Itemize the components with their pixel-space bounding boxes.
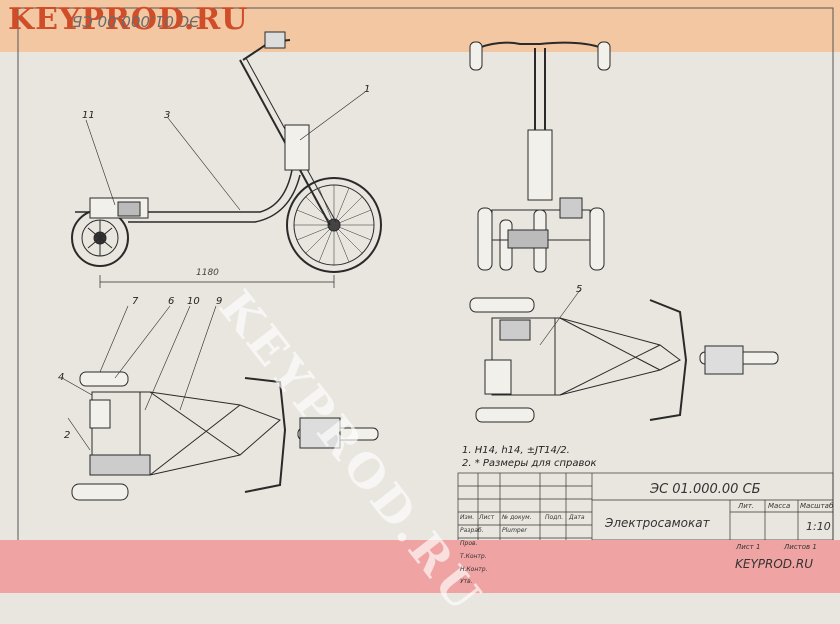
front-view [469, 41, 611, 273]
title-row-razrab: Разраб. [460, 527, 484, 534]
callout-3: 3 [164, 110, 171, 121]
site-logo[interactable]: KEYPROD.RU [8, 2, 249, 37]
title-row-nkontr: Н.Контр. [460, 566, 488, 573]
title-block-lines [457, 472, 834, 587]
top-view-left [61, 305, 379, 501]
title-masshtab-value: 1:10 [806, 520, 831, 533]
title-lit-label: Лит. [738, 502, 755, 510]
title-col-izm: Изм. [460, 514, 475, 521]
technical-notes: 1. Н14, h14, ±JT14/2. 2. * Размеры для с… [462, 444, 597, 470]
top-view-right [469, 289, 779, 423]
side-view [71, 31, 382, 288]
title-list-label: Лист 1 [736, 543, 761, 551]
callout-5: 5 [576, 284, 583, 295]
title-col-podp: Подп. [545, 514, 564, 521]
title-row-prov: Пров. [460, 540, 478, 547]
callout-10: 10 [187, 296, 200, 307]
title-col-list: Лист [479, 514, 495, 521]
callout-9: 9 [216, 296, 223, 307]
title-masshtab-label: Масштаб [800, 502, 834, 510]
callout-4: 4 [58, 372, 65, 383]
title-doc-code: ЭС 01.000.00 СБ [650, 482, 761, 497]
title-row-tkontr: Т.Контр. [460, 553, 487, 560]
sheet-frame [17, 7, 834, 587]
title-razrab-name: Plumper [502, 527, 527, 534]
title-product-name: Электросамокат [605, 516, 710, 530]
callout-2: 2 [64, 430, 71, 441]
technical-drawing [17, 7, 834, 587]
doc-code-rotated: ЭС 01.000.00 СБ [72, 12, 200, 30]
title-col-data: Дата [569, 514, 585, 521]
title-col-ndokum: № докум. [502, 514, 532, 521]
title-massa-label: Масса [768, 502, 791, 510]
callout-11: 11 [82, 110, 95, 121]
callout-1: 1 [364, 84, 371, 95]
title-site[interactable]: KEYPROD.RU [735, 557, 813, 571]
note-line-2: 2. * Размеры для справок [462, 458, 597, 469]
callout-6: 6 [168, 296, 175, 307]
dimension-label: 1180 [196, 268, 219, 278]
callout-7: 7 [132, 296, 139, 307]
title-listov-label: Листов 1 [784, 543, 817, 551]
bottom-highlight-band [0, 540, 840, 593]
title-row-utv: Утв. [460, 578, 473, 585]
note-line-1: 1. Н14, h14, ±JT14/2. [462, 445, 570, 456]
top-highlight-band [0, 0, 840, 52]
